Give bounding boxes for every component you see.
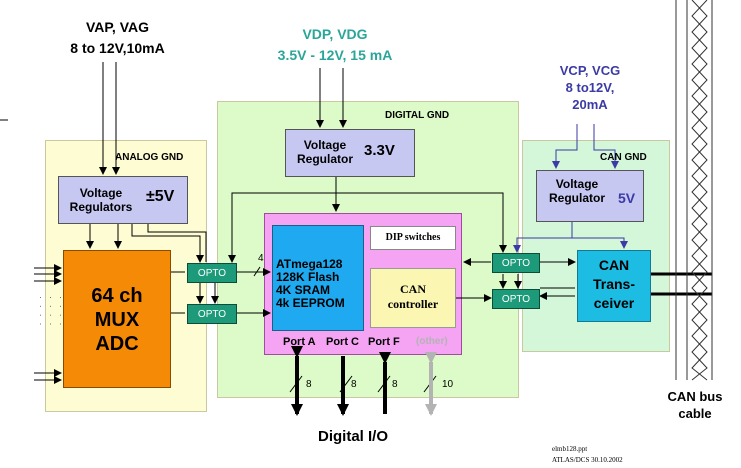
transceiver-line1: CAN [598,257,630,273]
analog-supply-line2: 8 to 12V,10mA [70,40,165,56]
can-controller-line1: CAN [400,282,426,296]
bus-width-4: 4 [258,253,264,264]
transceiver-line2: Trans- [592,276,635,292]
footer-filename: elmb128.ppt [552,445,588,453]
can-supply-line1: VCP, VCG [559,63,621,78]
digital-regulator-line2: Regulator [296,152,353,166]
can-regulator-text: Voltage Regulator [540,177,614,205]
mux-line1: 64 ch [91,285,143,307]
opto-analog-upper: OPTO [187,263,237,283]
atmega-line4: 4k EEPROM [276,296,345,310]
can-controller-text: CAN controller [370,282,456,312]
can-regulator-line2: Regulator [548,191,605,205]
analog-voltage-regulator [58,176,188,224]
analog-regulator-voltage: ±5V [146,188,175,205]
input-ellipsis-1: · · · · [36,296,45,328]
can-controller-box [370,268,456,328]
footer-meta: ATLAS/DCS 30.10.2002 [552,456,623,464]
digital-regulator-text: Voltage Regulator [288,138,362,166]
can-bus-cable-label: CAN bus cable [655,388,735,422]
port-other-label: (other) [416,336,448,347]
opto-analog-lower: OPTO [187,304,237,324]
mux-adc-block [63,250,171,388]
atmega-block [272,225,364,331]
opto-can-upper: OPTO [492,253,540,273]
analog-regulator-text: Voltage Regulators [60,186,142,214]
digital-regulator-voltage: 3.3V [364,142,395,159]
port-c-label: Port C [326,336,359,348]
atmega-line2: 128K Flash [276,270,340,284]
port-a-label: Port A [283,336,316,348]
input-ellipsis-3: · · · · [56,296,65,328]
analog-regulator-line2: Regulators [69,200,133,214]
can-supply-line3: 20mA [572,97,608,112]
can-bus-line2: cable [678,406,712,421]
digital-regulator-line1: Voltage [303,138,347,152]
digital-supply-line2: 3.5V - 12V, 15 mA [277,47,393,63]
can-transceiver-block [577,250,651,322]
analog-supply-line1: VAP, VAG [85,19,150,35]
digital-supply-line1: VDP, VDG [302,26,368,42]
can-regulator-voltage: 5V [618,190,636,206]
analog-regulator-line1: Voltage [79,186,123,200]
port-c-width: 8 [351,379,357,390]
digital-gnd-label: DIGITAL GND [385,110,450,121]
can-supply-line2: 8 to12V, [565,80,615,95]
digital-io-label: Digital I/O [318,428,389,445]
atmega-line3: 4K SRAM [276,283,331,297]
analog-gnd-label: ANALOG GND [115,152,184,163]
input-ellipsis-2: · · · · [46,296,55,328]
can-bus-line1: CAN bus [667,389,723,404]
port-f-width: 8 [392,379,398,390]
transceiver-line3: ceiver [593,295,635,311]
opto-can-lower: OPTO [492,289,540,309]
port-f-label: Port F [368,336,400,348]
digital-supply-label: VDP, VDG 3.5V - 12V, 15 mA [250,24,420,66]
can-controller-line2: controller [387,297,439,311]
atmega-line1: ATmega128 [276,257,343,271]
analog-supply-label: VAP, VAG 8 to 12V,10mA [55,17,180,59]
can-voltage-regulator [536,170,644,222]
port-other-width: 10 [442,379,454,390]
digital-voltage-regulator [285,129,415,177]
can-supply-label: VCP, VCG 8 to12V, 20mA [540,62,640,113]
dip-switches-label: DIP switches [385,232,441,243]
mux-adc-text: 64 ch MUX ADC [63,284,171,356]
can-gnd-label: CAN GND [600,152,647,163]
can-regulator-line1: Voltage [555,177,599,191]
dip-switches-box [370,226,456,250]
can-transceiver-text: CAN Trans- ceiver [577,256,651,313]
mux-line3: ADC [95,333,139,355]
port-a-width: 8 [306,379,312,390]
atmega-text: ATmega128 128K Flash 4K SRAM 4k EEPROM [276,258,345,310]
mux-line2: MUX [94,309,140,331]
